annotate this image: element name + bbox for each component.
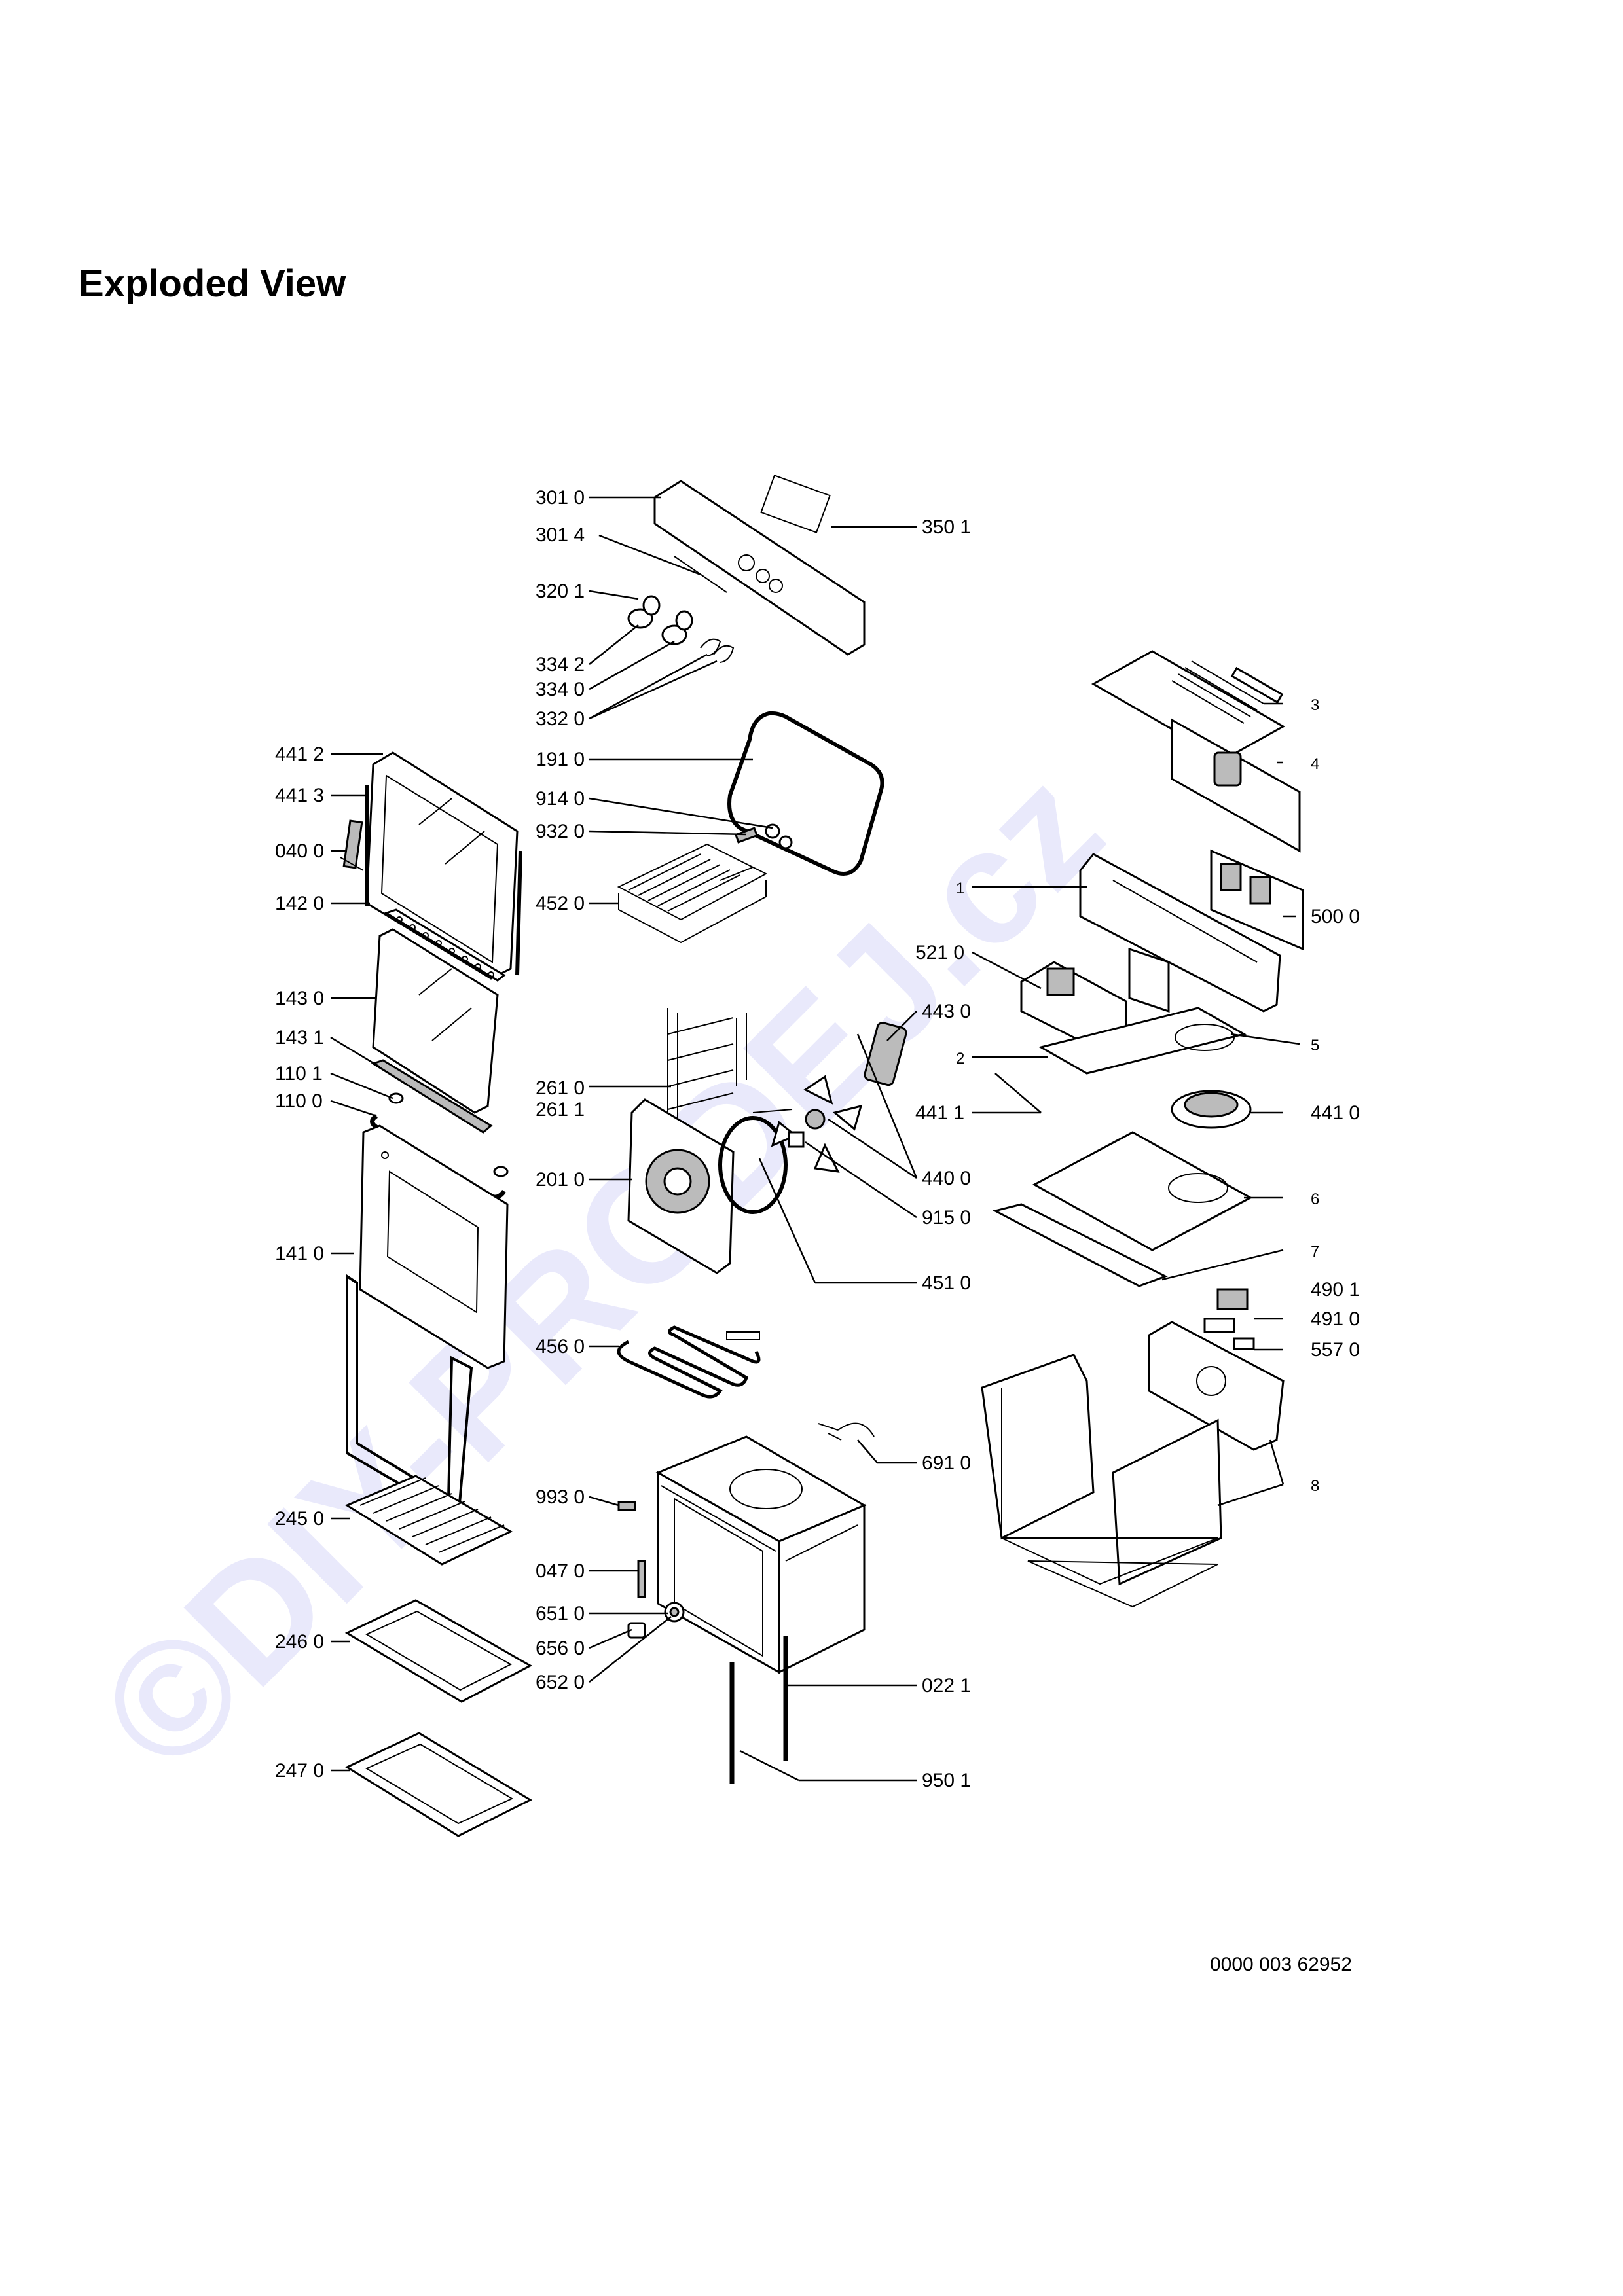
- label-4400: 440 0: [922, 1168, 971, 1189]
- control-panel-part: [653, 475, 866, 656]
- label-3014: 301 4: [536, 524, 585, 546]
- page-title: Exploded View: [79, 262, 346, 305]
- cooling-fan-part: [1171, 1090, 1252, 1129]
- label-6910: 691 0: [922, 1452, 971, 1474]
- label-1410: 141 0: [275, 1243, 324, 1265]
- label-5000: 500 0: [1311, 906, 1360, 927]
- inner-glass-part: [372, 928, 499, 1114]
- spring-part: [734, 827, 759, 844]
- label-3010: 301 0: [536, 487, 585, 509]
- baking-tray-part: [344, 1599, 533, 1703]
- small-washer-part: [778, 835, 793, 850]
- label-8: 8: [1311, 1477, 1319, 1495]
- bracket-plate-part: [1128, 947, 1170, 1013]
- deep-tray-part: [344, 1732, 533, 1837]
- oven-cavity-part: [655, 1435, 867, 1674]
- housing-part: [981, 1354, 1222, 1608]
- door-hinge-part: [340, 819, 364, 871]
- document-number: 0000 003 62952: [1210, 1954, 1352, 1975]
- top-plate-part: [1038, 1007, 1247, 1075]
- label-2610: 261 0: [536, 1077, 585, 1099]
- label-5210: 521 0: [915, 942, 964, 963]
- door-lock-part: [818, 1422, 875, 1441]
- part-labels: 301 0 301 4 350 1 320 1 334 2 334 0 332 …: [275, 487, 1360, 1791]
- label-1101: 110 1: [275, 1063, 323, 1085]
- label-5570: 557 0: [1311, 1339, 1360, 1361]
- label-0470: 047 0: [536, 1560, 585, 1582]
- leader-lines: [330, 496, 1300, 1782]
- grill-heating-element-part: [617, 843, 768, 944]
- label-4560: 456 0: [536, 1336, 585, 1357]
- label-4520: 452 0: [536, 893, 585, 914]
- label-2: 2: [956, 1050, 964, 1067]
- label-3201: 320 1: [536, 581, 585, 602]
- temperature-sensor-part: [637, 1560, 646, 1598]
- label-9140: 914 0: [536, 788, 585, 810]
- air-duct-part: [992, 1203, 1168, 1287]
- lamp-part: [627, 1602, 685, 1639]
- circular-heating-element-part: [718, 1109, 793, 1214]
- label-4901: 490 1: [1311, 1279, 1360, 1300]
- label-1431: 143 1: [275, 1027, 324, 1049]
- glass-bracket-part: [371, 1059, 493, 1134]
- label-4910: 491 0: [1311, 1308, 1360, 1330]
- door-vent-strip-part: [384, 908, 506, 982]
- terminal-block-part: [1203, 1288, 1255, 1350]
- label-4412: 441 2: [275, 744, 324, 765]
- label-4413: 441 3: [275, 785, 324, 806]
- label-4410: 441 0: [1311, 1102, 1360, 1124]
- label-2611: 261 1: [536, 1099, 585, 1121]
- electronics-board-part: [1171, 718, 1301, 853]
- label-6560: 656 0: [536, 1638, 585, 1659]
- label-3501: 350 1: [922, 516, 971, 538]
- control-knobs-part: [627, 595, 735, 663]
- label-1420: 142 0: [275, 893, 324, 914]
- label-6520: 652 0: [536, 1672, 585, 1693]
- label-2460: 246 0: [275, 1631, 324, 1653]
- label-9150: 915 0: [922, 1207, 971, 1229]
- bottom-heating-element-part: [617, 1325, 761, 1399]
- label-3340: 334 0: [536, 679, 585, 700]
- fan-cover-part: [627, 1098, 735, 1274]
- label-4411: 441 1: [915, 1102, 964, 1124]
- label-3320: 332 0: [536, 708, 585, 730]
- label-9320: 932 0: [536, 821, 585, 842]
- oven-door-seal-part: [727, 711, 884, 876]
- label-1430: 143 0: [275, 988, 324, 1009]
- wire-rack-part: [344, 1475, 513, 1566]
- label-0400: 040 0: [275, 840, 324, 862]
- label-2450: 245 0: [275, 1508, 324, 1530]
- screw-part: [617, 1501, 636, 1511]
- label-9501: 950 1: [922, 1770, 971, 1791]
- outer-door-panel-part: [359, 1124, 509, 1369]
- side-rails-part: [667, 1008, 747, 1118]
- front-frame-part: [1079, 853, 1281, 1013]
- watermark-text: ©DIY-PRODEJ.cz: [65, 735, 1135, 1804]
- label-4430: 443 0: [922, 1001, 971, 1022]
- label-6510: 651 0: [536, 1603, 585, 1624]
- label-4510: 451 0: [922, 1272, 971, 1294]
- control-module-part: [1210, 849, 1304, 951]
- label-3: 3: [1311, 696, 1319, 714]
- label-0221: 022 1: [922, 1675, 971, 1696]
- back-panel-part: [1148, 1321, 1285, 1451]
- label-6: 6: [1311, 1191, 1319, 1208]
- label-5: 5: [1311, 1037, 1319, 1054]
- label-1100: 110 0: [275, 1090, 323, 1112]
- label-1910: 191 0: [536, 749, 585, 770]
- label-9930: 993 0: [536, 1486, 585, 1508]
- fan-blade-part: [771, 1075, 863, 1173]
- label-1: 1: [956, 880, 964, 897]
- label-7: 7: [1311, 1243, 1319, 1261]
- label-2470: 247 0: [275, 1760, 324, 1782]
- label-3342: 334 2: [536, 654, 585, 675]
- door-seal-frame-part: [346, 1274, 473, 1521]
- label-4: 4: [1311, 755, 1319, 773]
- label-2010: 201 0: [536, 1169, 585, 1191]
